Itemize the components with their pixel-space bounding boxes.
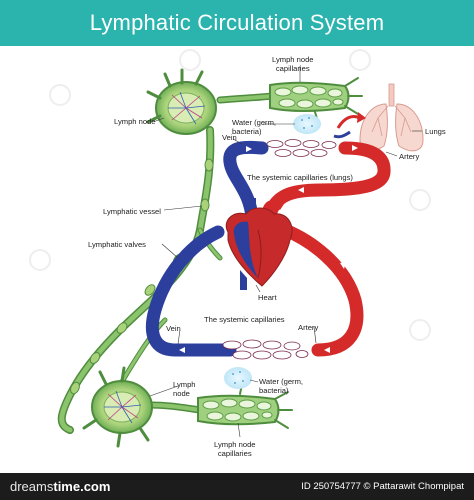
label-water-top: Water (germ, bacteria) <box>232 118 277 136</box>
lungs-illustration <box>359 83 424 152</box>
label-heart: Heart <box>258 293 277 302</box>
water-zone-bottom <box>224 367 252 389</box>
label-lungs: Lungs <box>425 127 446 136</box>
footer-bar: dreamstime.com ID 250754777 © Pattarawit… <box>0 473 474 500</box>
systemic-loop <box>145 223 364 357</box>
lymph-node-top <box>146 68 217 135</box>
label-artery-top: Artery <box>399 152 420 161</box>
label-lymph-node-top: Lymph node <box>114 117 156 126</box>
water-zone-top <box>293 114 321 134</box>
lymph-node-bottom <box>82 366 153 448</box>
label-lymph-node-capillaries-bottom: Lymph node capillaries <box>214 440 256 458</box>
lymphatic-valves <box>70 158 214 395</box>
label-vein-top: Vein <box>222 133 237 142</box>
heart-illustration <box>225 198 293 290</box>
flow-arrows <box>179 145 358 353</box>
label-systemic-capillaries-lungs: The systemic capillaries (lungs) <box>247 173 353 182</box>
capillaries-bottom-bed <box>222 339 309 360</box>
lung-arrows <box>333 112 366 139</box>
page-title: Lymphatic Circulation System <box>89 10 385 35</box>
label-artery-bottom: Artery <box>298 323 319 332</box>
leader-lines <box>149 66 422 438</box>
label-water-bottom: Water (germ, bacteria) <box>259 377 304 395</box>
lymph-capillaries-top <box>269 77 363 123</box>
title-bar: Lymphatic Circulation System <box>0 0 474 46</box>
diagram-stage: Lymph node Lymph node capillaries Lungs … <box>0 46 474 473</box>
diagram-svg <box>29 49 431 448</box>
watermark <box>29 49 431 341</box>
label-systemic-capillaries-bottom: The systemic capillaries <box>204 315 285 324</box>
footer-brand-suffix: time.com <box>53 479 111 494</box>
label-lymph-node-capillaries-top: Lymph node capillaries <box>272 55 314 73</box>
footer-credit: ID 250754777 © Pattarawit Chompipat <box>301 481 464 492</box>
footer-brand-prefix: dreams <box>10 479 54 494</box>
label-lymphatic-valves: Lymphatic valves <box>88 240 146 249</box>
label-vein-bottom: Vein <box>166 324 181 333</box>
capillaries-top-bed <box>266 139 337 157</box>
lymphatic-vessel <box>57 92 276 434</box>
label-lymphatic-vessel: Lymphatic vessel <box>103 207 161 216</box>
label-lymph-node-bottom: Lymph node <box>173 380 196 398</box>
footer-brand: dreamstime.com <box>10 479 110 494</box>
